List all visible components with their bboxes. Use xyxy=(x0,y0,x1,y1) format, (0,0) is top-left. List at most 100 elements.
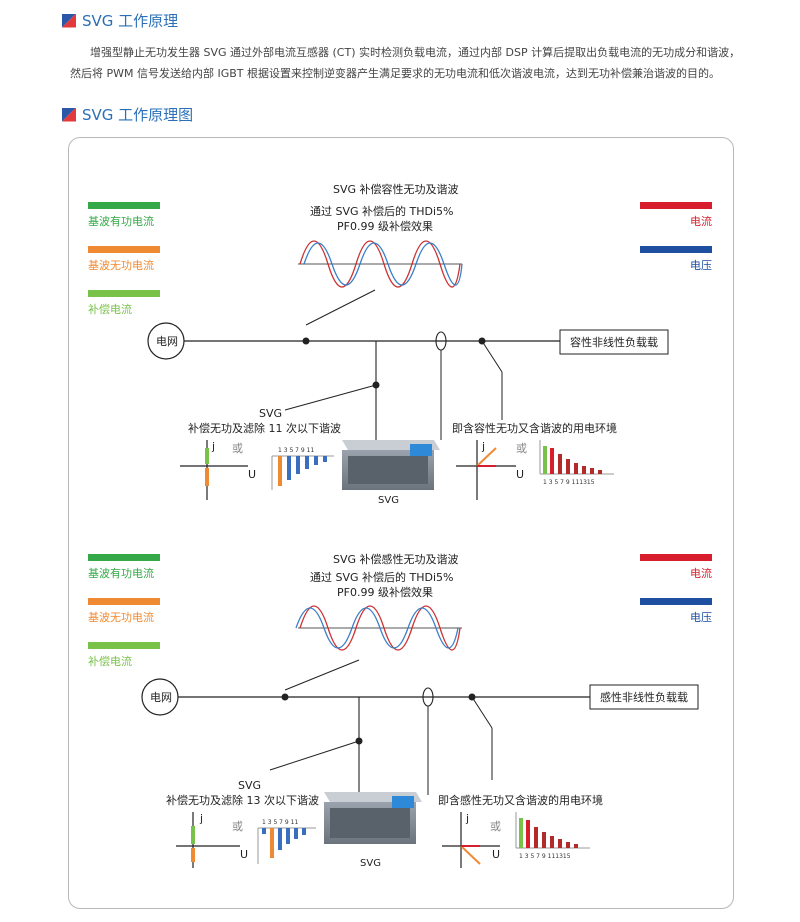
env-or-label: 或 xyxy=(516,442,527,455)
section-title-principle: SVG 工作原理 xyxy=(62,10,178,31)
device-grille xyxy=(330,808,410,838)
grid-label: 电网 xyxy=(156,335,178,348)
svg-pointer xyxy=(269,740,360,771)
harmonic-bar xyxy=(542,832,546,848)
harmonic-orders: 1 3 5 7 9 11 xyxy=(262,819,298,826)
harmonic-bar xyxy=(526,820,530,848)
voltage-wave xyxy=(295,607,459,649)
legend-swatch-current xyxy=(640,202,712,209)
u-label: U xyxy=(240,848,248,861)
env-u-label: U xyxy=(492,848,500,861)
env-harmonic-chart: 1 3 5 7 9 111315 xyxy=(539,440,614,486)
svg-desc: 补偿无功及滤除 13 次以下谐波 xyxy=(166,793,319,807)
device-screen xyxy=(392,796,414,808)
phasor-comp-vector xyxy=(191,826,195,844)
env-pointer-a xyxy=(481,340,503,373)
legend-active-current: 基波有功电流 xyxy=(88,214,154,228)
diagram-inductive: 基波有功电流 基波无功电流 补偿电流 电流 电压 SVG 补偿感性无功及谐波 通… xyxy=(88,552,712,869)
wave-sub-2: PF0.99 级补偿效果 xyxy=(337,219,433,233)
legend-swatch-voltage xyxy=(640,246,712,253)
bus-junction-1 xyxy=(302,337,310,345)
intro-line-1: 增强型静止无功发生器 SVG 通过外部电流互感器 (CT) 实时检测负载电流，通… xyxy=(90,46,741,59)
harmonic-bar xyxy=(287,456,291,480)
wave-title: SVG 补偿容性无功及谐波 xyxy=(333,182,459,196)
harmonic-bar xyxy=(598,470,602,474)
section-title-diagram: SVG 工作原理图 xyxy=(62,104,193,125)
svg-label: SVG xyxy=(238,779,261,792)
device-label: SVG xyxy=(360,858,381,869)
legend-swatch-reactive xyxy=(88,246,160,253)
harmonic-bar xyxy=(574,844,578,848)
harmonic-bar xyxy=(270,828,274,858)
wave-pointer xyxy=(305,289,376,326)
device-grille xyxy=(348,456,428,484)
harmonic-bar xyxy=(543,446,547,474)
current-wave xyxy=(299,240,461,288)
load-box xyxy=(589,684,699,710)
harmonic-bar xyxy=(296,456,300,474)
legend-voltage: 电压 xyxy=(690,259,712,272)
load-box xyxy=(559,329,669,355)
env-harmonic-chart: 1 3 5 7 9 111315 xyxy=(515,812,590,860)
harmonic-bar xyxy=(286,828,290,844)
device-screen xyxy=(410,444,432,456)
harmonic-bar xyxy=(582,466,586,474)
legend-reactive-current: 基波无功电流 xyxy=(88,610,154,624)
svg-device: SVG xyxy=(342,440,440,506)
legend-swatch-comp xyxy=(88,290,160,297)
current-wave xyxy=(299,605,461,651)
harmonic-bar xyxy=(305,456,309,469)
svg-device: SVG xyxy=(324,792,422,869)
harmonic-bar xyxy=(294,828,298,839)
legend-comp-current: 补偿电流 xyxy=(88,654,132,668)
phasor-reactive-vector xyxy=(191,848,195,862)
svg-desc: 补偿无功及滤除 11 次以下谐波 xyxy=(188,421,341,435)
or-label: 或 xyxy=(232,442,243,455)
legend-active-current: 基波有功电流 xyxy=(88,566,154,580)
wave-sub-1: 通过 SVG 补偿后的 THDi5% xyxy=(310,570,454,584)
harmonic-bar xyxy=(302,828,306,835)
load-label: 容性非线性负载载 xyxy=(570,335,658,349)
harmonic-bar xyxy=(566,459,570,474)
harmonic-orders: 1 3 5 7 9 11 xyxy=(278,447,314,454)
env-label: 即含感性无功又含谐波的用电环境 xyxy=(438,793,603,807)
legend-swatch-comp xyxy=(88,642,160,649)
section-title-text: SVG 工作原理图 xyxy=(82,106,194,124)
comp-harmonic-chart: 1 3 5 7 9 11 xyxy=(257,819,316,864)
env-current-vector xyxy=(460,845,481,865)
legend-swatch-voltage xyxy=(640,598,712,605)
env-j-label: j xyxy=(481,440,485,453)
harmonic-bar xyxy=(566,842,570,848)
legend-voltage: 电压 xyxy=(690,611,712,624)
harmonic-orders: 1 3 5 7 9 111315 xyxy=(543,479,595,486)
diagram-panel xyxy=(68,137,734,909)
wave-sub-1: 通过 SVG 补偿后的 THDi5% xyxy=(310,204,454,218)
harmonic-bar xyxy=(550,448,554,474)
phasor-comp-vector xyxy=(205,448,209,464)
legend-swatch-reactive xyxy=(88,598,160,605)
harmonic-bar xyxy=(574,463,578,474)
harmonic-bar xyxy=(278,828,282,850)
legend-comp-current: 补偿电流 xyxy=(88,302,132,316)
env-u-label: U xyxy=(516,468,524,481)
harmonic-bar xyxy=(534,827,538,848)
env-j-label: j xyxy=(465,812,469,825)
harmonic-bar xyxy=(278,456,282,486)
comp-harmonic-chart: 1 3 5 7 9 11 xyxy=(271,447,334,490)
harmonic-bar xyxy=(519,818,523,848)
harmonic-bar xyxy=(558,839,562,848)
j-label: j xyxy=(211,440,215,453)
intro-line-2: 然后将 PWM 信号发送给内部 IGBT 根据设置来控制逆变器产生满足要求的无功… xyxy=(70,67,721,80)
voltage-wave xyxy=(303,242,463,286)
svg-pointer xyxy=(284,384,377,411)
harmonic-bar xyxy=(550,836,554,848)
harmonic-bar xyxy=(558,454,562,474)
svg-label: SVG xyxy=(259,407,282,420)
wave-title: SVG 补偿感性无功及谐波 xyxy=(333,552,459,566)
legend-swatch-active xyxy=(88,202,160,209)
u-label: U xyxy=(248,468,256,481)
or-label: 或 xyxy=(232,820,243,833)
harmonic-bar xyxy=(590,468,594,474)
section-title-text: SVG 工作原理 xyxy=(82,12,179,30)
device-label: SVG xyxy=(378,495,399,506)
